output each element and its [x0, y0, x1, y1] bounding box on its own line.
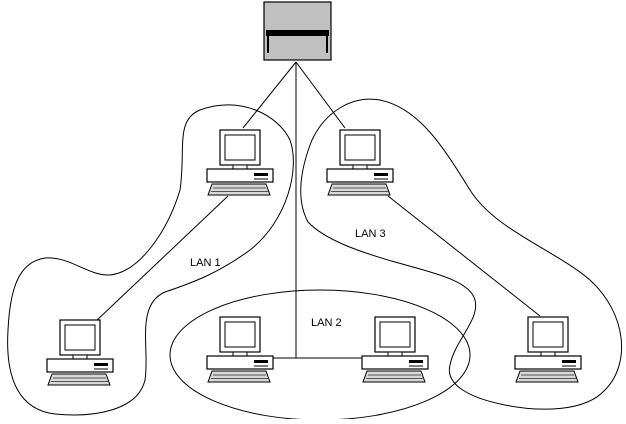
lan3-boundary	[300, 98, 623, 410]
wire-server-to-pc-lan3-top	[295, 61, 346, 129]
lan3-label: LAN 3	[355, 228, 386, 240]
pc-lan3-bottom-computer-icon	[514, 316, 582, 383]
pc-lan1-top-computer-icon	[206, 129, 274, 196]
lan1-boundary	[7, 104, 294, 416]
lan2-boundary	[169, 289, 471, 421]
pc-lan1-bottom-computer-icon	[46, 319, 114, 386]
pc-lan2-right-computer-icon	[361, 316, 429, 383]
pc-lan2-left-computer-icon	[206, 316, 274, 383]
lan1-label: LAN 1	[190, 257, 221, 269]
wire-server-to-pc-lan1-top	[242, 61, 297, 129]
pc-lan3-top-computer-icon	[326, 129, 394, 196]
lan2-label: LAN 2	[311, 317, 342, 329]
server-icon	[263, 1, 332, 61]
wire-lan1-link	[94, 195, 229, 323]
wire-lan3-link	[387, 195, 541, 317]
